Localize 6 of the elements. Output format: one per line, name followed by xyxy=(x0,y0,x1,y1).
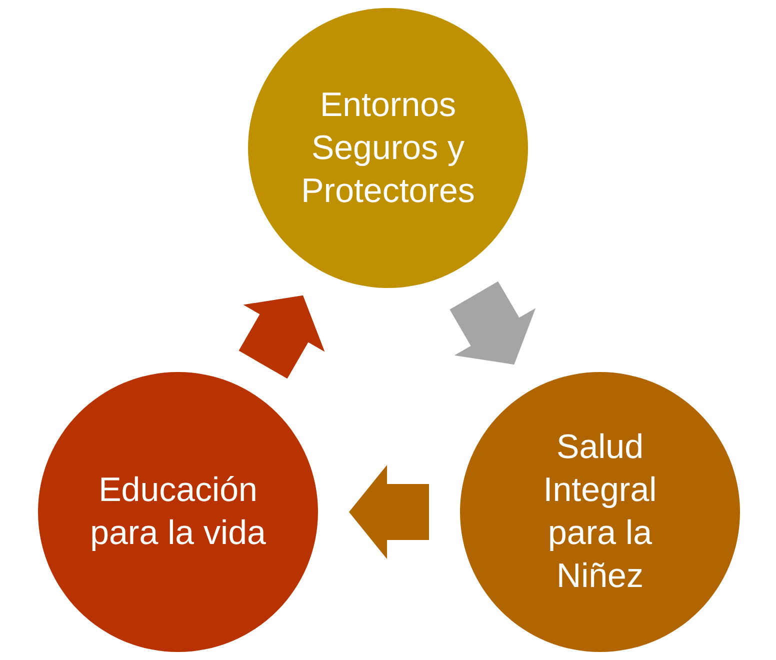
block-arrow xyxy=(450,281,536,365)
block-arrow xyxy=(349,465,429,559)
circle-label: Entornos Seguros y Protectores xyxy=(300,84,476,212)
block-arrow xyxy=(238,295,325,379)
circle-label: Educación para la vida xyxy=(89,470,267,554)
circle-label: Salud Integral para la Niñez xyxy=(542,427,658,597)
